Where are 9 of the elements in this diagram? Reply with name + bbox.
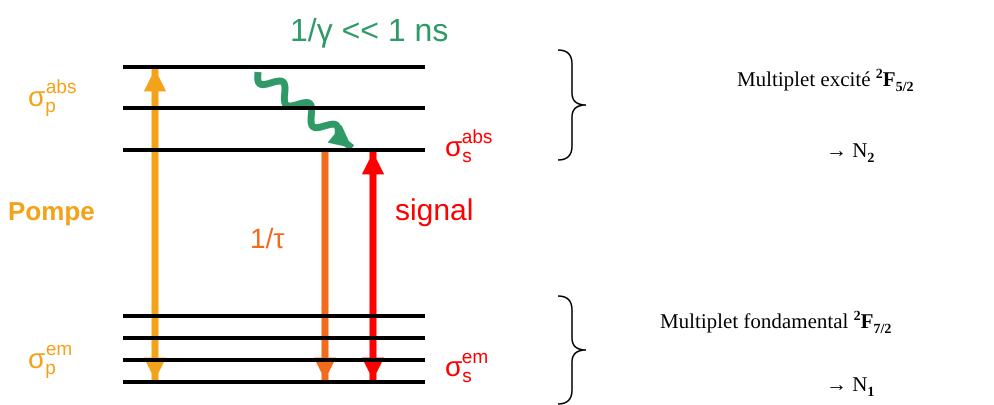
level-label: Multiplet excité $^{2}$F$_{5/2}$ <box>737 68 914 96</box>
population-label: → N$_{1}$ <box>826 374 874 400</box>
arrow <box>144 69 166 380</box>
level-label: Multiplet fondamental $^{2}$F$_{7/2}$ <box>660 310 892 338</box>
arrow <box>362 152 384 380</box>
arrow <box>254 72 354 151</box>
edge-label: signal <box>395 196 474 226</box>
population-label: → N$_{2}$ <box>826 140 874 166</box>
arrow <box>314 152 336 380</box>
